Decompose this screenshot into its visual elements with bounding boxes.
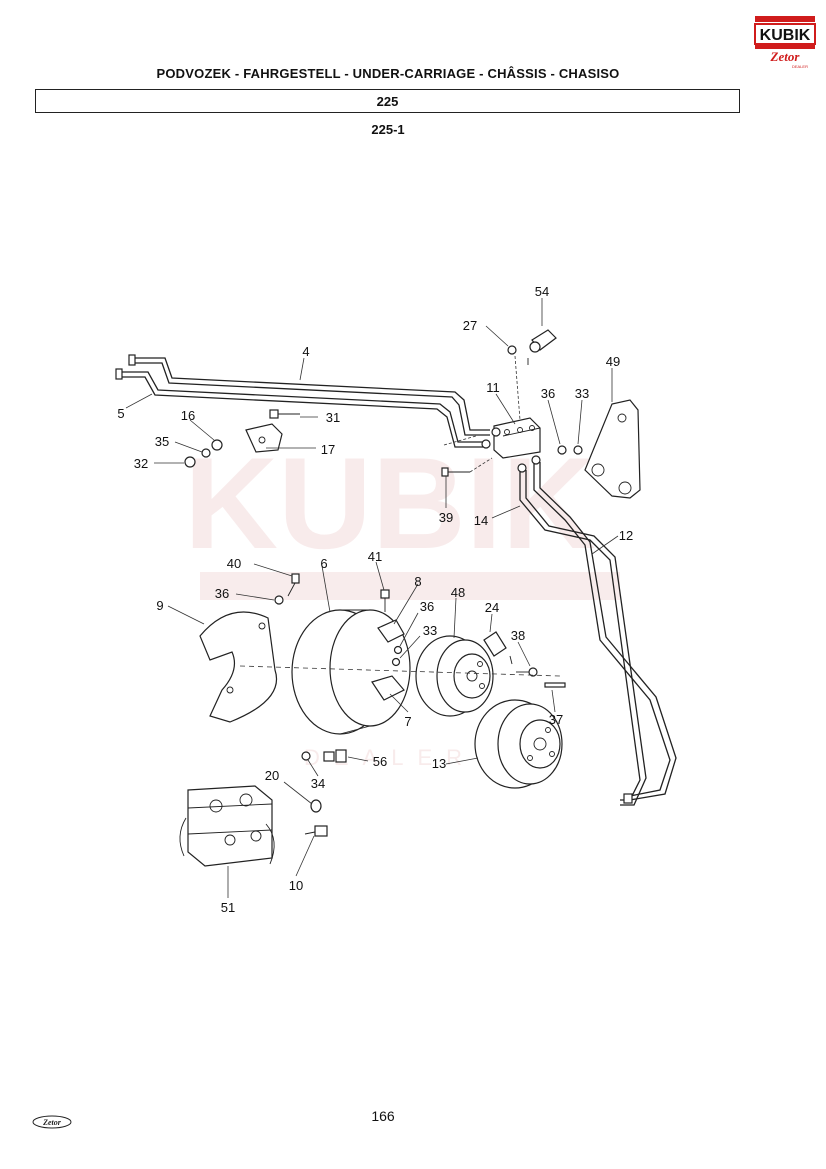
part-label-24: 24	[485, 600, 499, 615]
footer-logo-text: Zetor	[42, 1118, 62, 1127]
part-label-20: 20	[265, 768, 279, 783]
wheel-cylinder-24	[483, 631, 513, 665]
washer-33-mid	[391, 657, 401, 667]
section-number: 225	[376, 93, 399, 109]
logo-dealer-text: DEALER	[792, 64, 808, 69]
part-label-9: 9	[156, 598, 163, 613]
bracket-49	[584, 399, 641, 499]
part-label-48: 48	[451, 585, 465, 600]
bolt-39	[441, 457, 493, 477]
part-label-37: 37	[549, 712, 563, 727]
part-label-38: 38	[511, 628, 525, 643]
part-label-31: 31	[326, 410, 340, 425]
pipe-fitting-12	[531, 455, 541, 465]
kubik-zetor-logo: KUBIK Zetor DEALER	[754, 16, 816, 69]
section-number-box: 225	[35, 89, 740, 113]
part-label-10: 10	[289, 878, 303, 893]
zetor-footer-logo: Zetor	[32, 1115, 72, 1129]
part-label-16: 16	[181, 408, 195, 423]
watermark: KUBIK DEALER	[184, 430, 620, 770]
bolt-10	[304, 825, 328, 837]
part-label-36-left: 36	[215, 586, 229, 601]
pipe-fitting-14	[517, 463, 527, 473]
bolt-31	[269, 409, 300, 419]
part-label-13: 13	[432, 756, 446, 771]
part-label-56: 56	[373, 754, 387, 769]
logo-brand-text: KUBIK	[760, 27, 811, 44]
washer-20	[310, 799, 322, 813]
part-label-27: 27	[463, 318, 477, 333]
part-label-35: 35	[155, 434, 169, 449]
washer-33-upper	[573, 445, 583, 455]
bracket-17	[245, 423, 283, 453]
bolt-27	[507, 345, 521, 421]
page-title: PODVOZEK - FAHRGESTELL - UNDER-CARRIAGE …	[156, 66, 620, 81]
nut-36-mid	[393, 645, 403, 655]
washer-35	[201, 448, 211, 458]
bolt-56-shaft	[323, 751, 335, 762]
part-label-34: 34	[311, 776, 325, 791]
bolt-38	[516, 667, 538, 677]
part-label-4: 4	[302, 344, 309, 359]
part-label-11: 11	[486, 380, 500, 395]
part-label-32: 32	[134, 456, 148, 471]
bolt-32	[184, 456, 196, 468]
part-label-40: 40	[227, 556, 241, 571]
part-label-14: 14	[474, 513, 488, 528]
part-label-33-upper: 33	[575, 386, 589, 401]
part-label-7: 7	[404, 714, 411, 729]
bolt-41	[380, 589, 390, 612]
part-label-54: 54	[535, 284, 549, 299]
page-number: 166	[371, 1108, 395, 1124]
bracket-8	[377, 619, 405, 643]
subsection-number: 225-1	[371, 122, 405, 137]
brake-valve-51	[179, 785, 275, 867]
part-label-36-upper: 36	[541, 386, 555, 401]
brake-pipe-4	[128, 354, 490, 436]
part-label-33-mid: 33	[423, 623, 437, 638]
pulley-13	[474, 699, 563, 789]
leader-lines	[125, 298, 619, 898]
bolt-56-head	[335, 749, 347, 763]
bolt-40	[287, 573, 300, 597]
part-label-12: 12	[619, 528, 633, 543]
pulley-48	[415, 635, 494, 717]
pressure-switch-54	[527, 329, 557, 365]
nut-36-left	[274, 595, 284, 605]
logo-sub-text: Zetor	[770, 49, 801, 64]
pin-37	[544, 682, 566, 688]
distribution-block-11	[481, 417, 541, 459]
dust-cover-9	[199, 611, 277, 723]
part-labels: 54 27 4 49 11 36 33 5 16 31 35 17 32 39 …	[117, 284, 633, 915]
part-label-5: 5	[117, 406, 124, 421]
clip-16	[211, 439, 223, 451]
part-label-36-mid: 36	[420, 599, 434, 614]
nut-34	[301, 751, 311, 761]
part-label-51: 51	[221, 900, 235, 915]
part-label-6: 6	[320, 556, 327, 571]
part-label-17: 17	[321, 442, 335, 457]
bolt-39-axis	[443, 435, 477, 446]
bracket-7	[371, 675, 405, 701]
part-label-49: 49	[606, 354, 620, 369]
brake-pipe-12	[533, 462, 677, 804]
brake-pipe-5	[115, 368, 486, 448]
part-label-39: 39	[439, 510, 453, 525]
part-label-41: 41	[368, 549, 382, 564]
part-label-8: 8	[414, 574, 421, 589]
nut-36-upper	[557, 445, 567, 455]
